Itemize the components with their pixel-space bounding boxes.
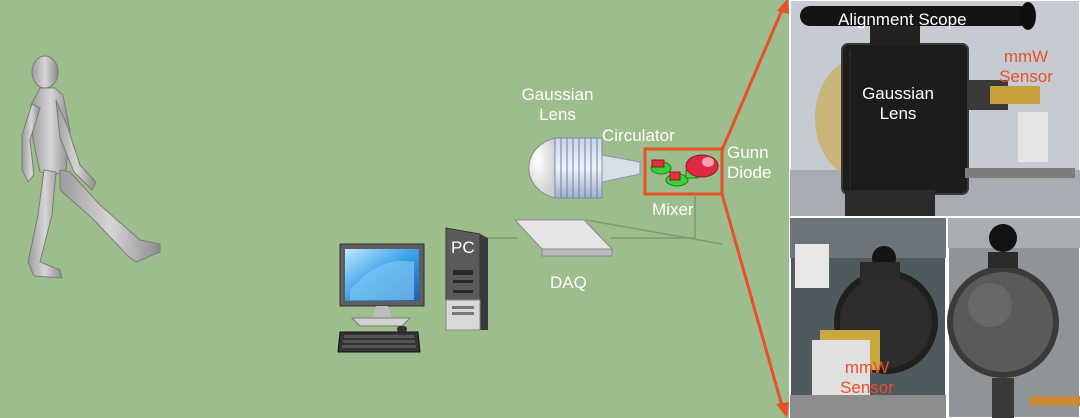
gunn-diode-label: Gunn Diode xyxy=(727,143,771,183)
photo-gaussian-lens-label: Gaussian Lens xyxy=(850,84,946,124)
photo-gaussian-lens-label-line2: Lens xyxy=(879,104,917,123)
gaussian-lens-label-line2: Lens xyxy=(539,105,576,124)
mmw-sensor-label-top-line2: Sensor xyxy=(999,67,1053,86)
callout-arrows xyxy=(720,0,789,418)
alignment-scope-label: Alignment Scope xyxy=(838,10,967,29)
keyboard-illustration xyxy=(337,326,421,353)
highlight-box xyxy=(643,147,724,196)
mmw-sensor-label-top: mmW Sensor xyxy=(994,47,1058,87)
rf-components-illustration xyxy=(650,154,719,187)
gaussian-lens-label: Gaussian Lens xyxy=(510,85,605,125)
photo-gaussian-lens-label-line1: Gaussian xyxy=(862,84,934,103)
pc-label: PC xyxy=(451,238,475,257)
gunn-diode-label-line1: Gunn xyxy=(727,143,769,162)
gaussian-lens-antenna-illustration xyxy=(528,137,641,199)
photo-sensor-bottom-left xyxy=(789,217,947,418)
daq-illustration xyxy=(513,219,614,257)
monitor-illustration xyxy=(339,243,425,327)
circulator-label: Circulator xyxy=(602,126,675,145)
mmw-sensor-label-top-line1: mmW xyxy=(1003,47,1049,66)
photo-sensor-top xyxy=(789,0,1080,217)
mmw-sensor-label-bottom-line2: Sensor xyxy=(840,378,894,397)
mmw-sensor-label-bottom-line1: mmW xyxy=(844,358,890,377)
mmw-sensor-label-bottom: mmW Sensor xyxy=(830,358,904,398)
daq-label: DAQ xyxy=(550,273,587,292)
gaussian-lens-label-line1: Gaussian xyxy=(521,85,594,104)
pc-tower-illustration xyxy=(445,227,488,331)
photo-sensor-bottom-right xyxy=(947,217,1080,418)
mixer-label: Mixer xyxy=(652,200,694,219)
signal-wires xyxy=(488,196,723,245)
walking-person-figure xyxy=(21,55,161,279)
gunn-diode-label-line2: Diode xyxy=(727,163,772,182)
